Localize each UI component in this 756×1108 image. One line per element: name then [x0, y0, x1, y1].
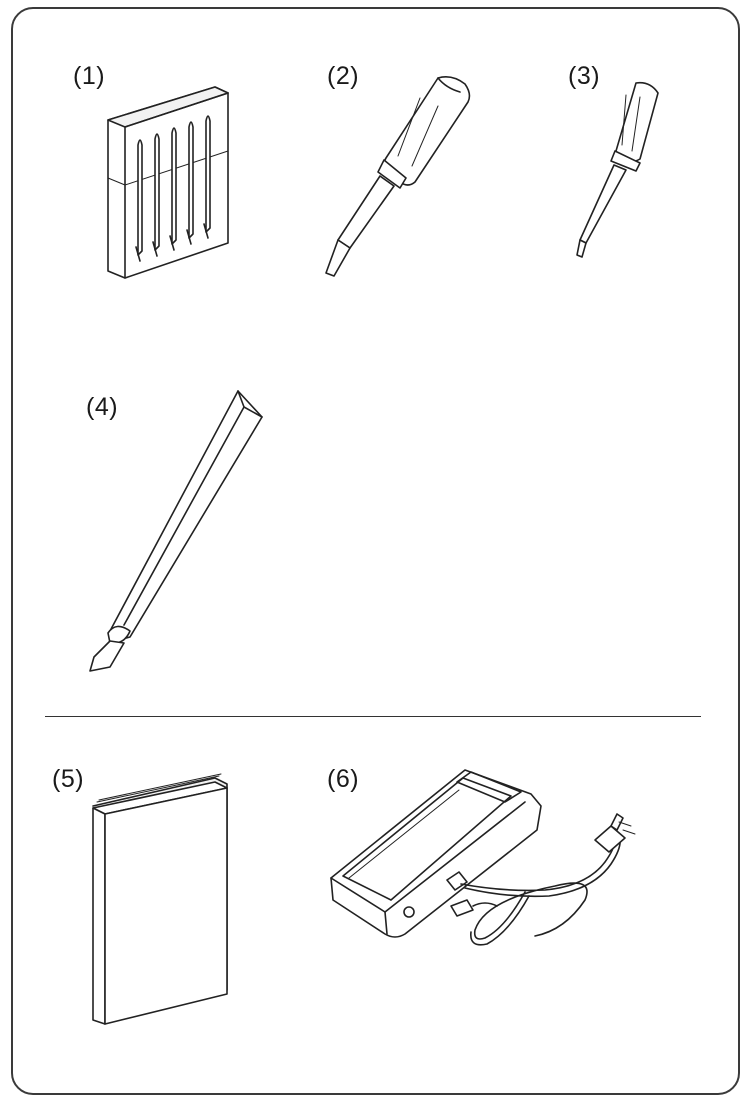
item-label-2: (2) — [327, 62, 360, 90]
small-screwdriver-icon — [576, 81, 659, 258]
item-label-5: (5) — [52, 765, 85, 793]
instruction-manual-icon — [92, 773, 228, 1025]
item-label-4: (4) — [86, 393, 119, 421]
large-screwdriver-icon — [325, 76, 471, 277]
item-label-3: (3) — [568, 62, 601, 90]
needle-case-icon — [107, 86, 229, 279]
foot-controller-icon — [330, 769, 636, 946]
section-divider — [45, 716, 701, 717]
item-label-1: (1) — [73, 62, 106, 90]
item-label-6: (6) — [327, 765, 360, 793]
tweezers-icon — [89, 390, 263, 672]
accessories-panel — [11, 7, 740, 1095]
